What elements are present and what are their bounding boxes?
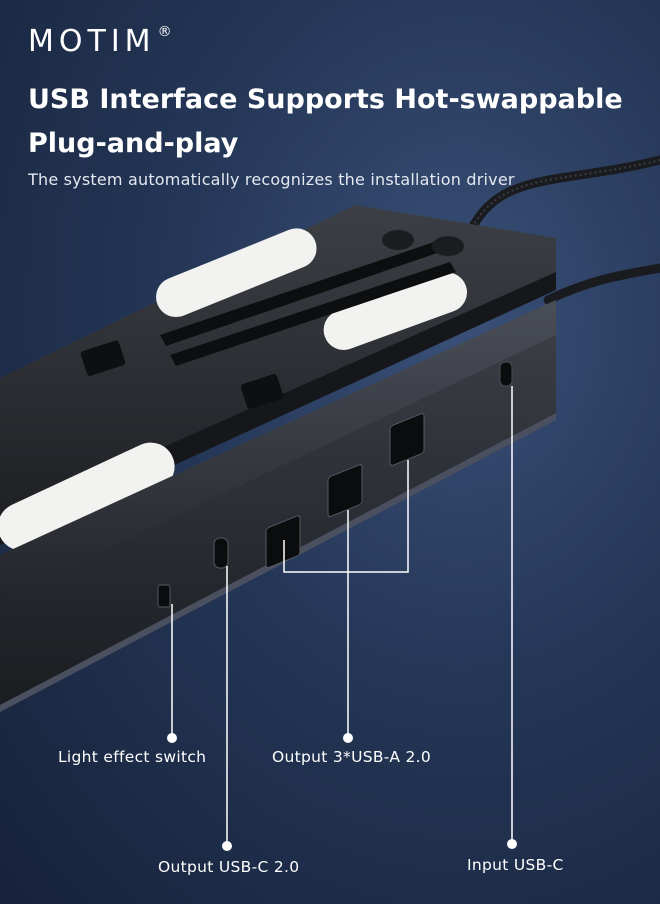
callout-dot	[507, 839, 517, 849]
brand-logo: MOTIM®	[28, 24, 172, 59]
usb-a-port	[389, 413, 425, 466]
stand-upper-plate	[0, 205, 556, 551]
usb-a-port	[265, 515, 301, 569]
registered-mark: ®	[157, 24, 172, 40]
adjustment-knob	[382, 230, 414, 250]
callout-lines	[171, 386, 513, 846]
silicone-pad	[0, 442, 175, 551]
callout-dots	[167, 733, 517, 851]
usb-c-input-port	[499, 361, 513, 387]
brand-name: MOTIM	[28, 24, 156, 59]
headline: USB Interface Supports Hot-swappable Plu…	[28, 78, 648, 166]
usb-c-output-port	[213, 537, 229, 569]
callout-dot	[343, 733, 353, 743]
usb-c-input-label: Input USB-C	[467, 856, 564, 874]
light-effect-switch-label: Light effect switch	[58, 748, 207, 766]
silicone-pad	[156, 228, 317, 318]
headline-line-1: USB Interface Supports Hot-swappable	[28, 84, 623, 115]
callout-dot	[222, 841, 232, 851]
usb-a-output-label: Output 3*USB-A 2.0	[272, 748, 432, 766]
usb-cable	[465, 155, 660, 305]
silicone-pad	[323, 272, 468, 350]
adjustment-knob	[432, 236, 464, 256]
headline-line-2: Plug-and-play	[28, 128, 239, 159]
usb-a-port	[327, 464, 363, 518]
subline: The system automatically recognizes the …	[28, 170, 515, 189]
hub-body	[0, 300, 556, 712]
usb-c-output-label: Output USB-C 2.0	[158, 858, 300, 876]
light-switch	[157, 584, 171, 608]
callout-dot	[167, 733, 177, 743]
